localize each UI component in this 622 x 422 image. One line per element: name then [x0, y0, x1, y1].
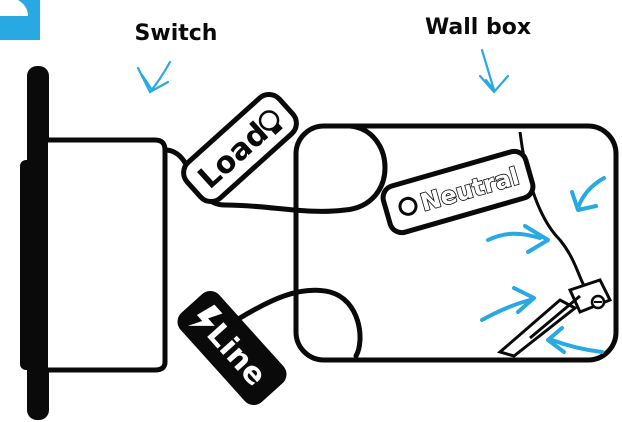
- switch-pointer-arrow: [136, 60, 172, 94]
- load-tag: Load: [181, 91, 299, 205]
- switch-toggle-bar: [27, 66, 49, 420]
- switch-body: [48, 137, 168, 373]
- wire-connector: [496, 278, 613, 358]
- arrow-blue-1: [486, 224, 550, 254]
- line-tag: Line: [177, 290, 287, 406]
- arrow-blue-4: [546, 326, 604, 354]
- line-wire: [237, 287, 363, 359]
- hole-icon: [398, 196, 418, 216]
- wall-box: [293, 123, 619, 363]
- light-bulb-icon: [258, 110, 283, 135]
- wall-box-pointer-arrow: [478, 48, 510, 94]
- arrow-blue-2: [570, 176, 606, 212]
- lightning-bolt-icon: [187, 304, 223, 326]
- arrow-blue-3: [480, 286, 536, 322]
- switch-label: Switch: [135, 21, 218, 46]
- wall-box-label: Wall box: [425, 15, 531, 40]
- corner-blue-notch: [0, 0, 28, 16]
